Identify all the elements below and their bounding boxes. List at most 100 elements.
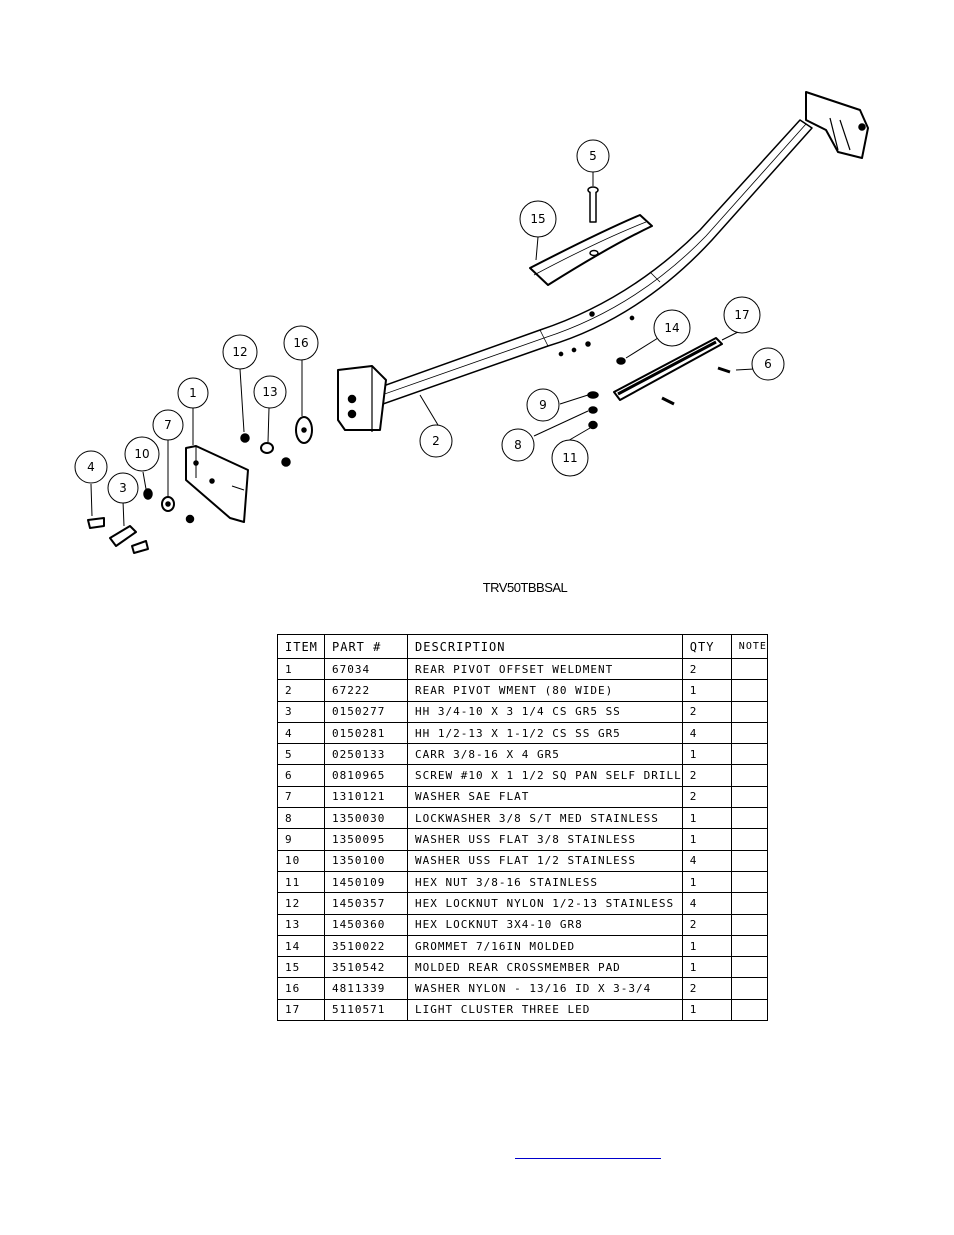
- hex-nut: [588, 420, 598, 430]
- cell-note: [730, 807, 768, 830]
- callout-9: 9: [526, 388, 560, 422]
- cell-description: MOLDED REAR CROSSMEMBER PAD: [407, 956, 683, 979]
- crossmember-pad: [529, 214, 653, 286]
- cell-description: SCREW #10 X 1 1/2 SQ PAN SELF DRILL: [407, 764, 683, 787]
- column-header-part: PART #: [324, 634, 408, 659]
- cell-item: 17: [277, 998, 325, 1022]
- svg-text:7: 7: [164, 418, 172, 432]
- cell-item: 13: [277, 913, 325, 936]
- callout-4: 4: [74, 450, 108, 484]
- svg-text:11: 11: [562, 451, 577, 465]
- locknut: [240, 433, 250, 443]
- cell-qty: 1: [681, 998, 732, 1022]
- svg-text:6: 6: [764, 357, 772, 371]
- callouts: 5 15 17 14 6 9 8 11 2 16 12 13 1 7 10 3 …: [74, 139, 785, 504]
- svg-text:15: 15: [530, 212, 545, 226]
- cell-note: [730, 828, 768, 851]
- locknut: [260, 442, 274, 454]
- cell-description: WASHER USS FLAT 1/2 STAINLESS: [407, 849, 683, 872]
- cell-note: [730, 764, 768, 787]
- cell-item: 11: [277, 870, 325, 894]
- callout-14: 14: [653, 309, 691, 347]
- callout-10: 10: [124, 436, 160, 472]
- cell-note: [730, 700, 768, 723]
- cell-part-number: 3510542: [324, 956, 408, 979]
- cell-item: 9: [277, 828, 325, 851]
- callout-17: 17: [723, 296, 761, 334]
- cell-qty: 1: [681, 679, 732, 702]
- cell-part-number: 0150281: [324, 721, 408, 745]
- cell-part-number: 67222: [324, 679, 408, 702]
- callout-11: 11: [551, 439, 589, 477]
- cell-qty: 2: [681, 764, 732, 787]
- svg-text:4: 4: [87, 460, 95, 474]
- svg-text:1: 1: [189, 386, 197, 400]
- svg-text:5: 5: [589, 149, 597, 163]
- cell-part-number: 67034: [324, 657, 408, 681]
- callout-3: 3: [107, 472, 139, 504]
- cell-qty: 2: [681, 977, 732, 1000]
- cell-item: 10: [277, 849, 325, 872]
- washer: [143, 488, 153, 500]
- cell-note: [730, 849, 768, 872]
- cell-item: 8: [277, 807, 325, 830]
- cell-qty: 1: [681, 934, 732, 958]
- cell-part-number: 5110571: [324, 998, 408, 1022]
- cell-note: [730, 785, 768, 809]
- svg-text:13: 13: [262, 385, 277, 399]
- cell-description: GROMMET 7/16IN MOLDED: [407, 934, 683, 958]
- table-header-row: ITEM PART # DESCRIPTION QTY NOTE: [277, 634, 768, 659]
- svg-text:3: 3: [119, 481, 127, 495]
- cell-qty: 1: [681, 956, 732, 979]
- cell-description: LOCKWASHER 3/8 S/T MED STAINLESS: [407, 807, 683, 830]
- cell-item: 2: [277, 679, 325, 702]
- cell-qty: 1: [681, 828, 732, 851]
- svg-text:14: 14: [664, 321, 679, 335]
- cell-note: [730, 743, 768, 766]
- svg-text:2: 2: [432, 434, 440, 448]
- callout-2: 2: [419, 424, 453, 458]
- cell-note: [730, 721, 768, 745]
- cell-part-number: 0250133: [324, 743, 408, 766]
- cell-part-number: 1350030: [324, 807, 408, 830]
- cell-note: [730, 870, 768, 894]
- cell-qty: 1: [681, 807, 732, 830]
- svg-text:12: 12: [232, 345, 247, 359]
- cell-part-number: 0810965: [324, 764, 408, 787]
- callout-12: 12: [222, 334, 258, 370]
- cell-description: WASHER NYLON - 13/16 ID X 3-3/4: [407, 977, 683, 1000]
- cell-part-number: 0150277: [324, 700, 408, 723]
- hex-bolt: [131, 540, 149, 554]
- callout-5: 5: [576, 139, 610, 173]
- cell-description: WASHER SAE FLAT: [407, 785, 683, 809]
- footer-link-underline[interactable]: [515, 1158, 661, 1159]
- callout-16: 16: [283, 325, 319, 361]
- cell-item: 6: [277, 764, 325, 787]
- cell-item: 12: [277, 892, 325, 915]
- lockwasher: [588, 406, 598, 414]
- cell-description: CARR 3/8-16 X 4 GR5: [407, 743, 683, 766]
- cell-description: HH 3/4-10 X 3 1/4 CS GR5 SS: [407, 700, 683, 723]
- cell-item: 14: [277, 934, 325, 958]
- screw: [661, 396, 675, 406]
- cell-qty: 4: [681, 849, 732, 872]
- callout-13: 13: [253, 375, 287, 409]
- cell-qty: 4: [681, 892, 732, 915]
- cell-description: HEX LOCKNUT NYLON 1/2-13 STAINLESS: [407, 892, 683, 915]
- cell-part-number: 1350100: [324, 849, 408, 872]
- cell-note: [730, 657, 768, 681]
- cell-note: [730, 977, 768, 1000]
